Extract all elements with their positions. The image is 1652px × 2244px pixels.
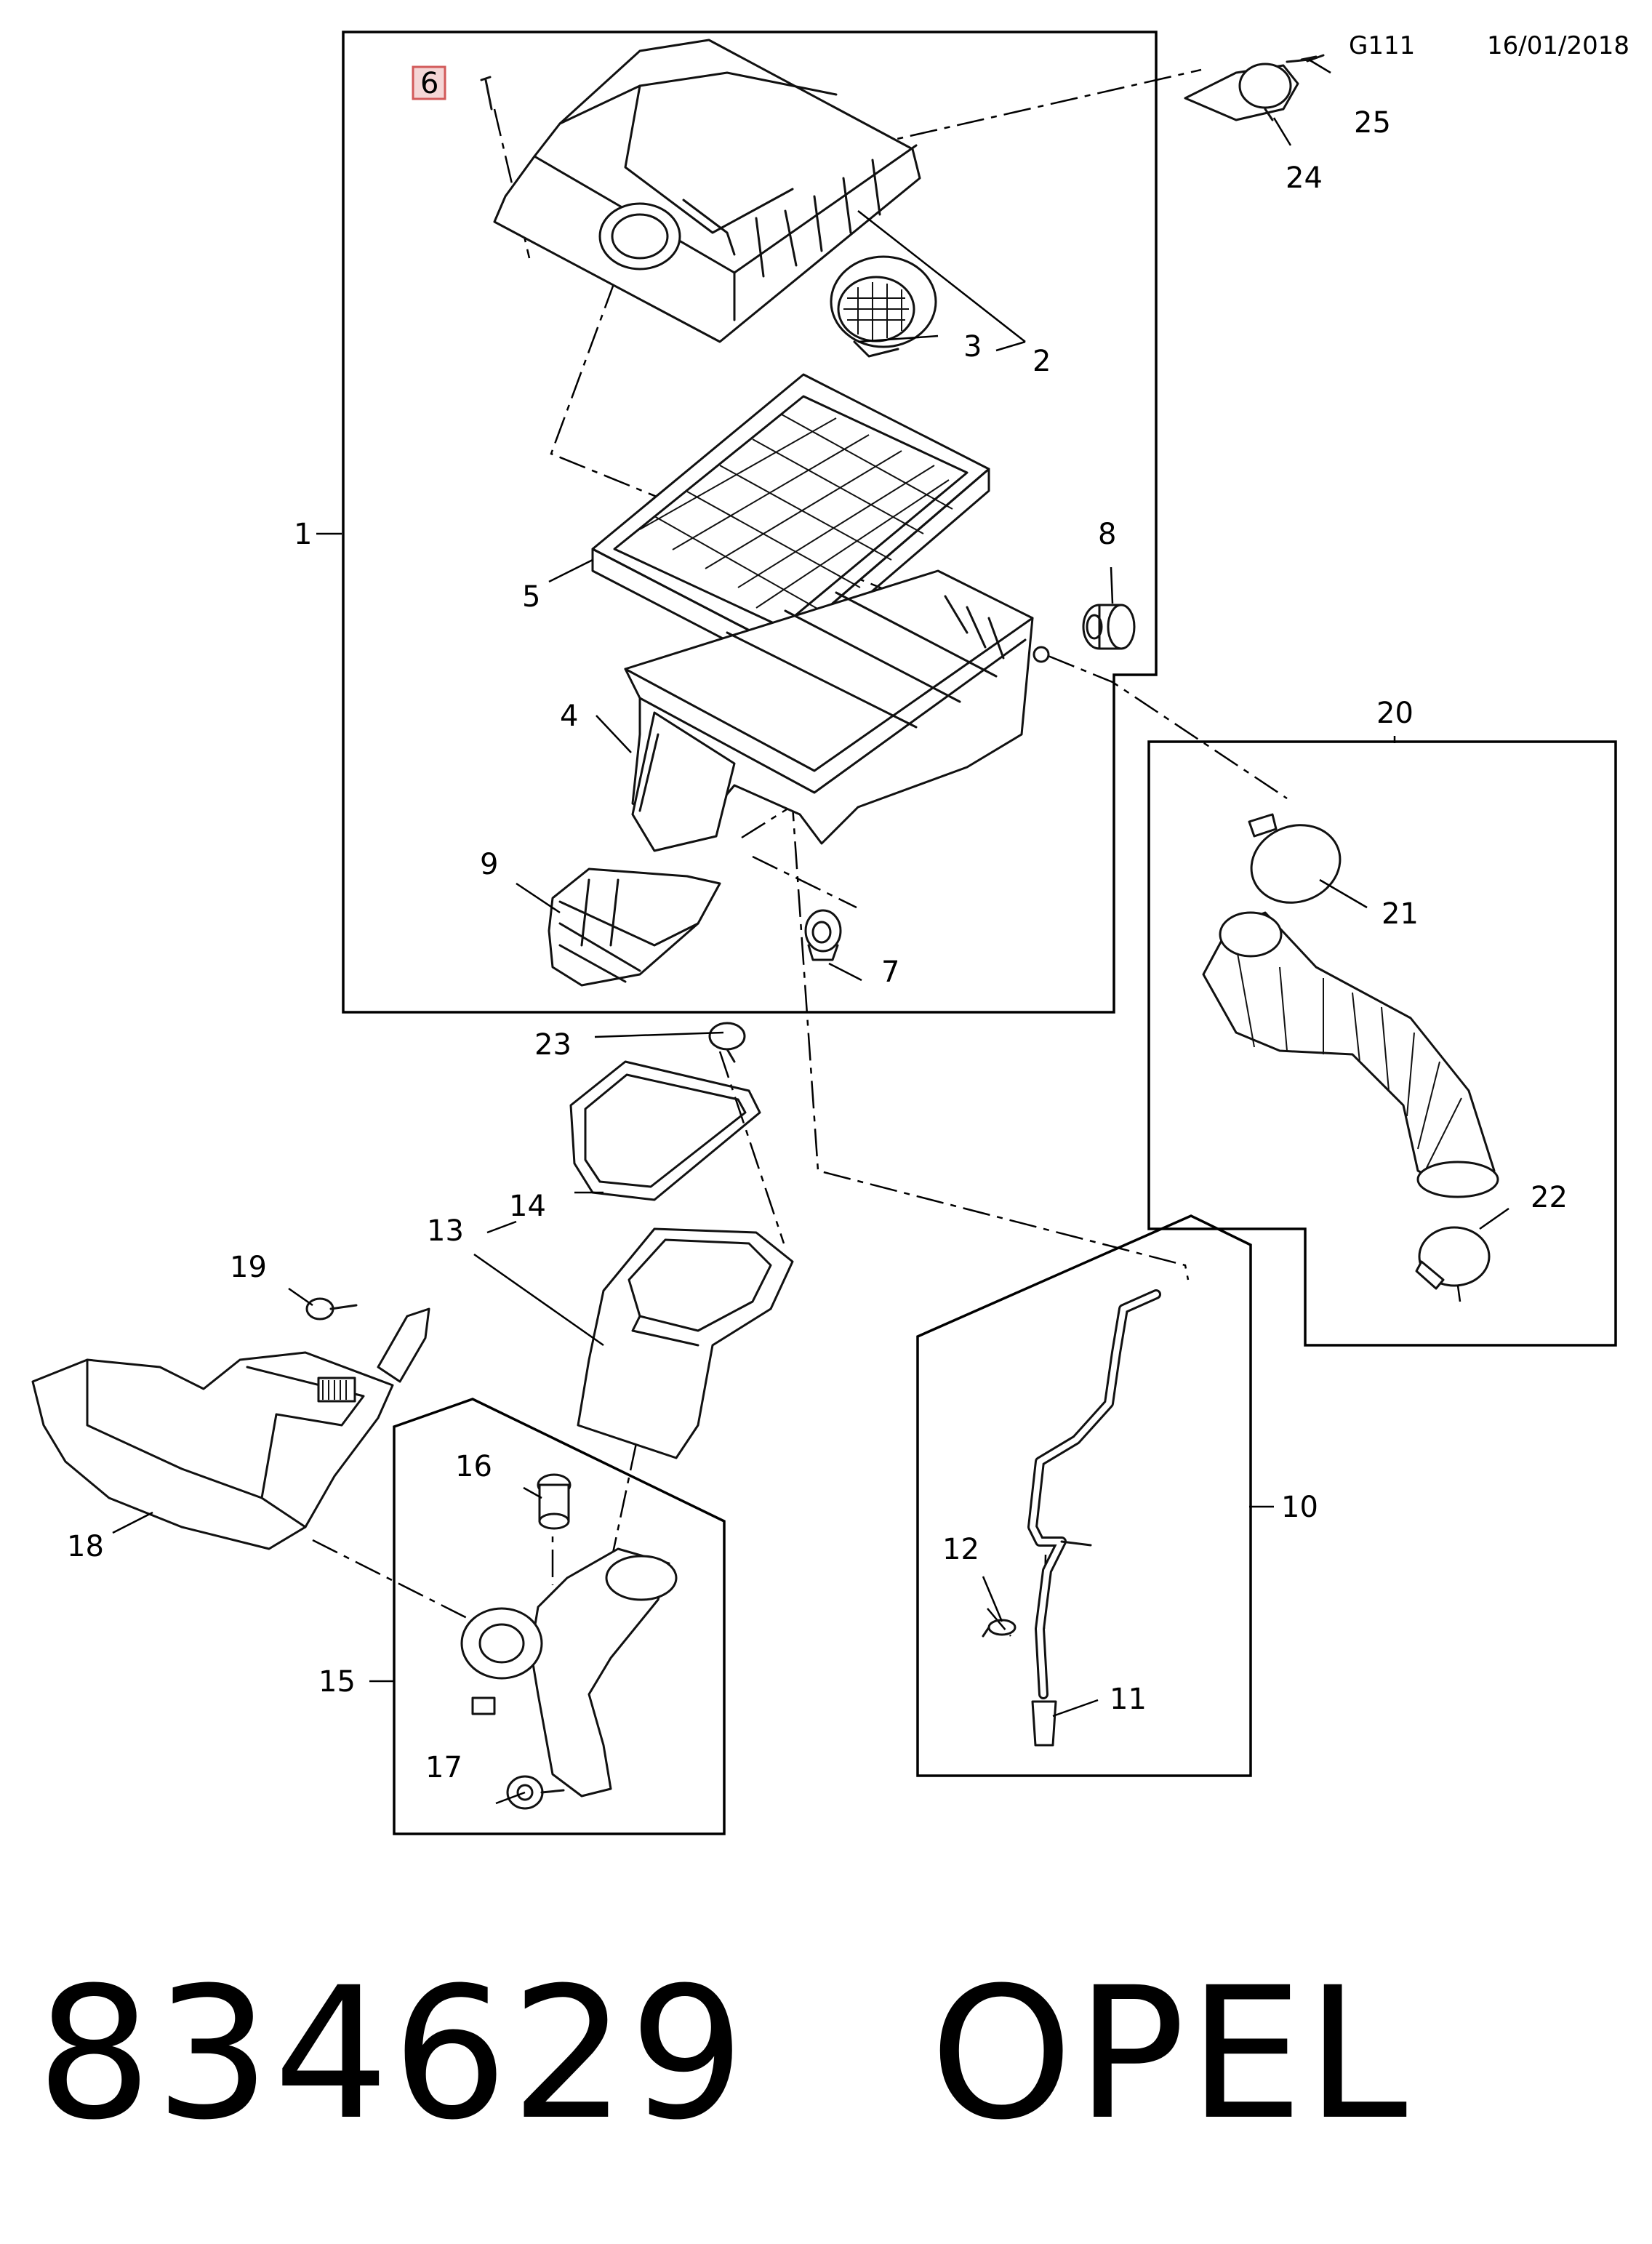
callout-8: 8 bbox=[1098, 518, 1116, 551]
footer-brand: OPEL bbox=[929, 1948, 1411, 2160]
callout-6-highlight bbox=[412, 65, 446, 100]
callout-4: 4 bbox=[560, 700, 578, 733]
lower-air-cleaner-housing bbox=[624, 569, 1050, 852]
callout-18: 18 bbox=[67, 1530, 104, 1563]
bolt-19 bbox=[305, 1297, 358, 1321]
callout-20: 20 bbox=[1376, 697, 1414, 730]
footer-part-number: 834629 bbox=[36, 1948, 748, 2160]
gasket-14 bbox=[569, 1060, 761, 1201]
intake-duct-hose bbox=[1202, 911, 1499, 1198]
callout-12: 12 bbox=[942, 1533, 979, 1566]
callout-14: 14 bbox=[509, 1190, 546, 1223]
temperature-sensor-24 bbox=[1184, 63, 1299, 121]
callout-16: 16 bbox=[455, 1450, 492, 1483]
callout-23: 23 bbox=[534, 1028, 572, 1062]
callout-labels: 1 2 3 4 5 6 7 8 9 10 11 12 13 14 15 16 1… bbox=[67, 67, 1568, 1784]
resonator-18 bbox=[31, 1351, 394, 1550]
diagram-date: 16/01/2018 bbox=[1487, 31, 1629, 60]
grommet-17 bbox=[506, 1775, 565, 1810]
callout-10: 10 bbox=[1281, 1491, 1318, 1524]
diagram-code: G111 bbox=[1349, 31, 1415, 60]
callout-25: 25 bbox=[1354, 106, 1391, 140]
callout-17: 17 bbox=[425, 1751, 462, 1784]
resonator-duct-15 bbox=[460, 1547, 678, 1798]
callout-11: 11 bbox=[1110, 1683, 1147, 1716]
group-box-duct-20 bbox=[1147, 740, 1617, 1347]
assembly-lines bbox=[312, 68, 1288, 1637]
callout-15: 15 bbox=[318, 1665, 356, 1699]
screw-25 bbox=[1286, 54, 1325, 63]
upper-air-cleaner-housing bbox=[493, 39, 921, 343]
group-box-resonator-15 bbox=[393, 1398, 726, 1835]
callout-3: 3 bbox=[963, 330, 982, 364]
callout-2: 2 bbox=[1032, 345, 1051, 378]
callout-19: 19 bbox=[230, 1251, 267, 1284]
clip-23 bbox=[708, 1022, 746, 1063]
hose-clamp-22 bbox=[1415, 1226, 1491, 1290]
vent-hose-10 bbox=[1027, 1289, 1161, 1747]
callout-9: 9 bbox=[480, 848, 498, 881]
callout-5: 5 bbox=[522, 580, 540, 614]
mass-air-flow-sensor bbox=[830, 255, 937, 358]
callout-7: 7 bbox=[881, 955, 899, 989]
hose-clamp-21 bbox=[1248, 813, 1342, 904]
grommet-8 bbox=[1082, 604, 1136, 650]
group-box-air-cleaner bbox=[342, 31, 1158, 1014]
grommet-7 bbox=[804, 909, 842, 961]
callout-13: 13 bbox=[427, 1214, 464, 1248]
callout-1: 1 bbox=[294, 518, 312, 551]
footer-caption: 834629 OPEL bbox=[36, 1963, 1411, 2145]
intake-duct-13 bbox=[577, 1227, 794, 1459]
air-inlet-snorkel bbox=[548, 867, 721, 987]
bracket bbox=[377, 1307, 430, 1383]
callout-24: 24 bbox=[1286, 161, 1323, 195]
callout-21: 21 bbox=[1382, 897, 1419, 931]
leader-lines bbox=[112, 58, 1509, 1805]
screw-6 bbox=[480, 76, 493, 111]
grommet-16 bbox=[537, 1473, 572, 1530]
callout-6: 6 bbox=[420, 67, 438, 100]
callout-22: 22 bbox=[1531, 1181, 1568, 1214]
group-box-hose-10 bbox=[916, 1214, 1252, 1777]
